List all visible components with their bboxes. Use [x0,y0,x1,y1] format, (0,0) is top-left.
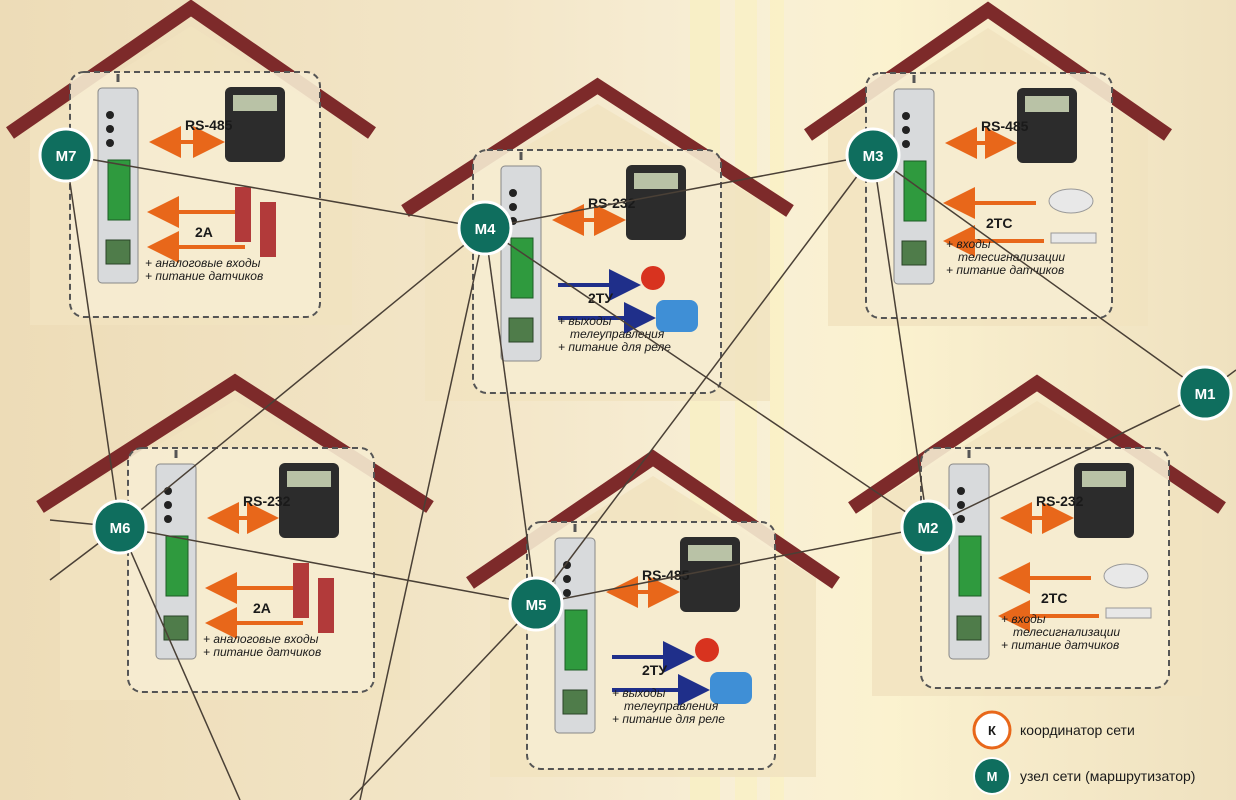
led-indicator [509,189,517,197]
node-m7[interactable]: М7 [40,129,92,181]
node-label: М6 [110,520,131,537]
io-note: + аналоговые входы [203,632,319,646]
meter-display [634,173,678,189]
led-indicator [902,140,910,148]
node-m1[interactable]: М1 [1179,367,1231,419]
meter-display [688,545,732,561]
led-indicator [164,515,172,523]
power-connector [509,318,533,342]
terminal-block [959,536,981,596]
io-note: + питание для реле [612,712,725,726]
io-label: 2ТС [1041,590,1067,606]
led-indicator [957,501,965,509]
terminal-block [108,160,130,220]
io-label: 2ТУ [588,290,613,306]
led-indicator [563,589,571,597]
led-indicator [106,139,114,147]
router-label: узел сети (маршрутизатор) [1020,768,1195,784]
terminal-block [565,610,587,670]
smoke-detector-icon [1049,189,1093,213]
bus-label: RS-232 [243,493,291,509]
bus-label: RS-485 [185,117,233,133]
node-m3[interactable]: М3 [847,129,899,181]
pressure-sensor-icon [318,578,334,633]
io-note: + питание датчиков [145,269,263,283]
io-note: + выходы [612,686,666,700]
io-note: телесигнализации [1013,625,1120,639]
meter-display [233,95,277,111]
reed-switch-icon [1051,233,1096,243]
io-note: + аналоговые входы [145,256,261,270]
node-label: М1 [1195,386,1216,403]
io-note: + выходы [558,314,612,328]
node-label: М7 [56,148,77,165]
pressure-sensor-icon [260,202,276,257]
node-m6[interactable]: М6 [94,501,146,553]
node-label: М4 [475,221,496,238]
terminal-block [166,536,188,596]
pressure-sensor-icon [293,563,309,618]
alarm-lamp-icon [641,266,665,290]
pressure-sensor-icon [235,187,251,242]
io-note: + питание датчиков [946,263,1064,277]
node-m5[interactable]: М5 [510,578,562,630]
meter-display [1082,471,1126,487]
led-indicator [902,112,910,120]
coordinator-label: координатор сети [1020,722,1135,738]
legend-coordinator: К координатор сети [974,712,1135,748]
meter-display [287,471,331,487]
io-label: 2ТУ [642,662,667,678]
led-indicator [509,203,517,211]
node-m4[interactable]: М4 [459,202,511,254]
legend: К координатор сети М узел сети (маршрути… [974,712,1195,794]
io-label: 2ТС [986,215,1012,231]
legend-router: М узел сети (маршрутизатор) [974,758,1195,794]
meter-display [1025,96,1069,112]
io-note: телеуправления [624,699,719,713]
reed-switch-icon [1106,608,1151,618]
io-label: 2А [253,600,271,616]
io-label: 2А [195,224,213,240]
power-connector [902,241,926,265]
node-label: М5 [526,597,547,614]
bus-label: RS-232 [588,195,636,211]
power-connector [957,616,981,640]
node-label: М2 [918,520,939,537]
led-indicator [957,487,965,495]
bus-label: RS-232 [1036,493,1084,509]
io-note: + входы [946,237,991,251]
io-note: + питание датчиков [1001,638,1119,652]
led-indicator [106,111,114,119]
io-note: + входы [1001,612,1046,626]
io-note: + питание датчиков [203,645,321,659]
led-indicator [957,515,965,523]
io-note: телесигнализации [958,250,1065,264]
led-indicator [563,575,571,583]
node-label: М3 [863,148,884,165]
router-letter: М [987,769,998,784]
coordinator-letter: К [988,723,996,738]
led-indicator [164,501,172,509]
smoke-detector-icon [1104,564,1148,588]
power-connector [563,690,587,714]
node-m2[interactable]: М2 [902,501,954,553]
power-connector [106,240,130,264]
bus-label: RS-485 [981,118,1029,134]
led-indicator [902,126,910,134]
alarm-lamp-icon [695,638,719,662]
led-indicator [106,125,114,133]
